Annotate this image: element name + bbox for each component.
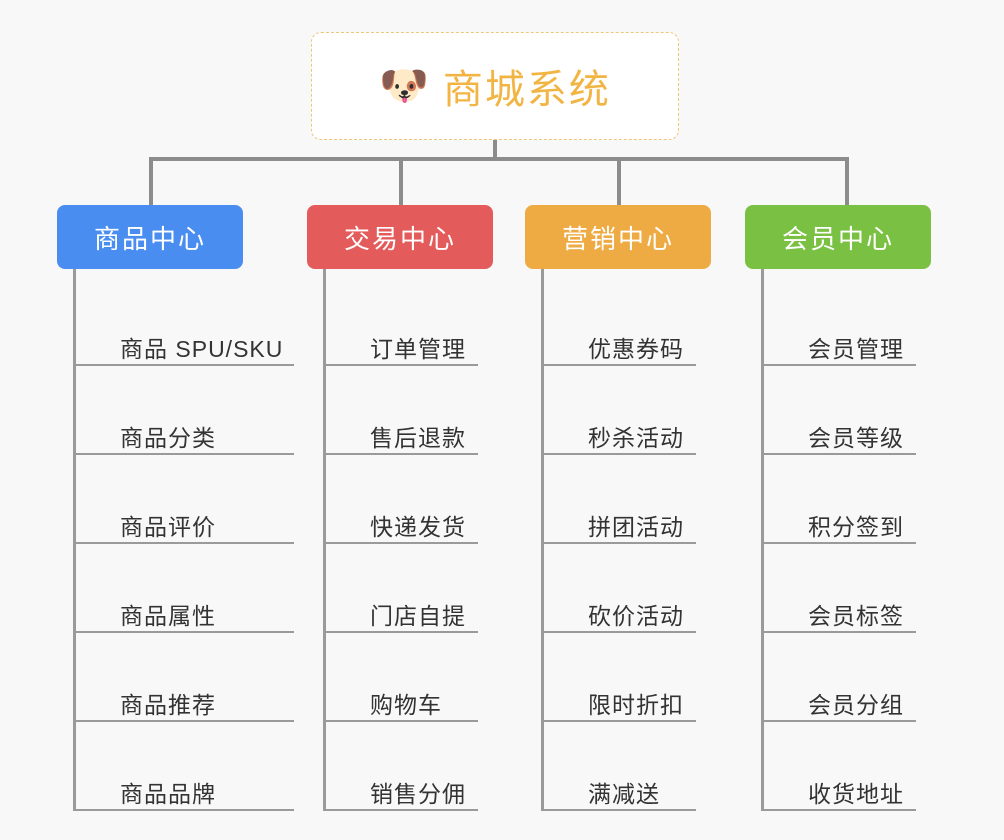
list-item[interactable]: 购物车 xyxy=(326,633,535,722)
sub-item-label: 购物车 xyxy=(370,691,442,718)
connector-drop-4 xyxy=(845,157,849,207)
list-item[interactable]: 会员标签 xyxy=(764,544,970,633)
item-underline xyxy=(326,364,478,366)
dog-face-icon: 🐶 xyxy=(379,64,429,108)
item-underline xyxy=(764,809,916,811)
sub-item-label: 商品品牌 xyxy=(120,780,216,807)
list-item[interactable]: 积分签到 xyxy=(764,455,970,544)
sub-item-label: 限时折扣 xyxy=(588,691,684,718)
item-underline xyxy=(76,453,294,455)
sub-item-label: 售后退款 xyxy=(370,424,466,451)
list-item[interactable]: 售后退款 xyxy=(326,366,535,455)
item-underline xyxy=(764,631,916,633)
sub-item-label: 商品属性 xyxy=(120,602,216,629)
connector-drop-1 xyxy=(149,157,153,207)
item-underline xyxy=(326,542,478,544)
category-column-trade: 交易中心 订单管理 售后退款 快递发货 门店自提 购物车 xyxy=(307,205,535,811)
sub-item-list-member: 会员管理 会员等级 积分签到 会员标签 会员分组 收货地址 xyxy=(761,269,970,811)
category-box-marketing[interactable]: 营销中心 xyxy=(525,205,711,269)
sub-item-label: 商品评价 xyxy=(120,513,216,540)
item-underline xyxy=(544,809,696,811)
item-underline xyxy=(326,631,478,633)
item-underline xyxy=(544,364,696,366)
category-label: 会员中心 xyxy=(781,223,894,254)
category-label: 交易中心 xyxy=(343,223,456,254)
sub-item-label: 商品推荐 xyxy=(120,691,216,718)
list-item[interactable]: 会员等级 xyxy=(764,366,970,455)
list-item[interactable]: 会员管理 xyxy=(764,277,970,366)
item-underline xyxy=(76,542,294,544)
sub-item-label: 会员标签 xyxy=(808,602,904,629)
root-node-mall-system[interactable]: 🐶 商城系统 xyxy=(311,32,679,140)
category-box-trade[interactable]: 交易中心 xyxy=(307,205,493,269)
list-item[interactable]: 商品推荐 xyxy=(76,633,307,722)
category-column-member: 会员中心 会员管理 会员等级 积分签到 会员标签 会员分组 xyxy=(745,205,970,811)
category-box-product[interactable]: 商品中心 xyxy=(57,205,243,269)
list-item[interactable]: 砍价活动 xyxy=(544,544,745,633)
item-underline xyxy=(326,809,478,811)
list-item[interactable]: 销售分佣 xyxy=(326,722,535,811)
item-underline xyxy=(544,453,696,455)
sub-item-list-marketing: 优惠券码 秒杀活动 拼团活动 砍价活动 限时折扣 满减送 xyxy=(541,269,745,811)
list-item[interactable]: 商品评价 xyxy=(76,455,307,544)
item-underline xyxy=(544,720,696,722)
category-column-product: 商品中心 商品 SPU/SKU 商品分类 商品评价 商品属性 商品推荐 xyxy=(57,205,307,811)
sub-item-label: 门店自提 xyxy=(370,602,466,629)
connector-drop-3 xyxy=(617,157,621,207)
list-item[interactable]: 商品分类 xyxy=(76,366,307,455)
connector-root-stub xyxy=(493,140,497,161)
sub-item-label: 积分签到 xyxy=(808,513,904,540)
list-item[interactable]: 优惠券码 xyxy=(544,277,745,366)
root-node-title: 商城系统 xyxy=(442,68,611,112)
item-underline xyxy=(326,453,478,455)
item-underline xyxy=(764,542,916,544)
item-underline xyxy=(326,720,478,722)
sub-item-label: 优惠券码 xyxy=(588,335,684,362)
list-item[interactable]: 商品属性 xyxy=(76,544,307,633)
item-underline xyxy=(544,542,696,544)
list-item[interactable]: 会员分组 xyxy=(764,633,970,722)
sub-item-label: 拼团活动 xyxy=(588,513,684,540)
category-box-member[interactable]: 会员中心 xyxy=(745,205,931,269)
list-item[interactable]: 收货地址 xyxy=(764,722,970,811)
connector-horizontal-bar xyxy=(149,157,849,161)
item-underline xyxy=(764,364,916,366)
list-item[interactable]: 快递发货 xyxy=(326,455,535,544)
sub-item-label: 销售分佣 xyxy=(370,780,466,807)
list-item[interactable]: 商品 SPU/SKU xyxy=(76,277,307,366)
item-underline xyxy=(764,453,916,455)
item-underline xyxy=(76,364,294,366)
sub-item-label: 会员等级 xyxy=(808,424,904,451)
item-underline xyxy=(764,720,916,722)
sub-item-label: 订单管理 xyxy=(370,335,466,362)
sub-item-label: 会员分组 xyxy=(808,691,904,718)
sub-item-label: 会员管理 xyxy=(808,335,904,362)
item-underline xyxy=(76,809,294,811)
connector-drop-2 xyxy=(399,157,403,207)
item-underline xyxy=(76,631,294,633)
item-underline xyxy=(544,631,696,633)
list-item[interactable]: 商品品牌 xyxy=(76,722,307,811)
category-label: 营销中心 xyxy=(561,223,674,254)
list-item[interactable]: 秒杀活动 xyxy=(544,366,745,455)
item-underline xyxy=(76,720,294,722)
sub-item-label: 砍价活动 xyxy=(588,602,684,629)
sub-item-label: 秒杀活动 xyxy=(588,424,684,451)
list-item[interactable]: 满减送 xyxy=(544,722,745,811)
sub-item-label: 满减送 xyxy=(588,780,660,807)
category-column-marketing: 营销中心 优惠券码 秒杀活动 拼团活动 砍价活动 限时折扣 xyxy=(525,205,745,811)
sub-item-list-product: 商品 SPU/SKU 商品分类 商品评价 商品属性 商品推荐 商品品牌 xyxy=(73,269,307,811)
sub-item-label: 商品分类 xyxy=(120,424,216,451)
list-item[interactable]: 拼团活动 xyxy=(544,455,745,544)
list-item[interactable]: 订单管理 xyxy=(326,277,535,366)
list-item[interactable]: 限时折扣 xyxy=(544,633,745,722)
sub-item-label: 快递发货 xyxy=(370,513,466,540)
sub-item-label: 收货地址 xyxy=(808,780,904,807)
list-item[interactable]: 门店自提 xyxy=(326,544,535,633)
sub-item-label: 商品 SPU/SKU xyxy=(120,335,284,362)
category-label: 商品中心 xyxy=(93,223,206,254)
sub-item-list-trade: 订单管理 售后退款 快递发货 门店自提 购物车 销售分佣 xyxy=(323,269,535,811)
